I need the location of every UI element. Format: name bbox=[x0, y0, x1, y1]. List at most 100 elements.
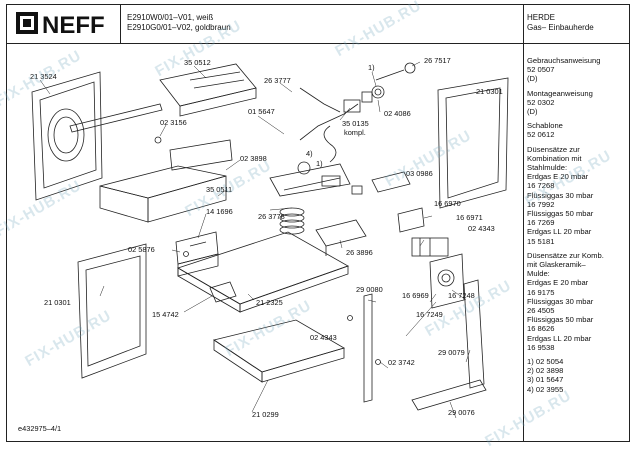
side-note-line: 16 9538 bbox=[527, 342, 555, 352]
part-label: 35 0135 bbox=[342, 119, 369, 128]
leader-lines bbox=[39, 61, 471, 419]
side-note-line: 16 7268 bbox=[527, 181, 555, 191]
part-label: 21 0301 bbox=[476, 87, 503, 96]
sidebar-divider bbox=[523, 4, 524, 442]
part-label: 26 3896 bbox=[346, 248, 373, 257]
burner-assembly-part bbox=[269, 161, 363, 197]
part-label: 03 0986 bbox=[406, 169, 433, 178]
side-note-line: Düsensätze zur bbox=[527, 144, 580, 154]
logo-divider bbox=[120, 4, 121, 43]
footer-id: e432975–4/1 bbox=[18, 424, 62, 433]
bottom-tray-part bbox=[213, 319, 346, 383]
side-note-line: Erdgas E 20 mbar bbox=[527, 172, 589, 182]
part-label: 26 3777 bbox=[264, 76, 291, 85]
part-label: 02 5876 bbox=[128, 245, 155, 254]
side-note-line: Montageanweisung bbox=[527, 88, 593, 98]
part-label: 01 5647 bbox=[248, 107, 275, 116]
part-label: 21 3524 bbox=[30, 72, 57, 81]
door-strip-part bbox=[411, 379, 487, 411]
screw-parts bbox=[154, 136, 381, 365]
part-label: 26 3778 bbox=[258, 212, 285, 221]
side-note-line: Flüssiggas 30 mbar bbox=[527, 296, 594, 306]
neff-logo: NEFF bbox=[14, 8, 118, 39]
side-note-line: 26 4505 bbox=[527, 306, 555, 315]
part-label: 02 4086 bbox=[384, 109, 411, 118]
side-note-line: Mulde: bbox=[527, 269, 550, 279]
transformer-part bbox=[175, 231, 219, 277]
part-label: 16 6969 bbox=[402, 291, 429, 300]
part-label: 02 3156 bbox=[160, 118, 187, 127]
part-label: 35 0512 bbox=[184, 58, 211, 67]
rail-part bbox=[69, 103, 163, 133]
part-label: 16 7249 bbox=[416, 310, 443, 319]
part-label: 29 0080 bbox=[356, 285, 383, 294]
top-cover-part bbox=[159, 63, 257, 117]
side-note-line: Gebrauchsanweisung bbox=[527, 56, 601, 65]
part-label: 4) bbox=[306, 149, 313, 158]
side-note-line: (D) bbox=[527, 74, 538, 84]
strip-left-part bbox=[363, 293, 373, 403]
spiral-coil-part bbox=[279, 207, 305, 235]
side-panel-left-part bbox=[77, 243, 147, 379]
bracket-part bbox=[315, 219, 367, 256]
part-label: 02 3742 bbox=[388, 358, 415, 367]
side-note-line: 3) 01 5647 bbox=[527, 375, 564, 385]
side-note-line: 1) 02 5054 bbox=[527, 357, 564, 366]
brand-text: NEFF bbox=[42, 12, 105, 38]
side-note-line: Erdgas LL 20 mbar bbox=[527, 227, 592, 237]
side-note-line: 16 8626 bbox=[527, 324, 555, 334]
part-label: 1) bbox=[316, 159, 323, 168]
part-label: 14 1696 bbox=[206, 207, 233, 216]
strip-right-part bbox=[463, 279, 485, 389]
side-note-line: (D) bbox=[527, 107, 538, 116]
side-note-line: Flüssiggas 30 mbar bbox=[527, 190, 594, 200]
part-label: 29 0076 bbox=[448, 408, 475, 417]
side-note-line: 16 9175 bbox=[527, 287, 555, 297]
category-subtitle: Gas– Einbauherde bbox=[527, 23, 594, 32]
side-note-line: 52 0612 bbox=[527, 130, 555, 140]
switch-part bbox=[411, 237, 449, 257]
part-label: 16 6971 bbox=[456, 213, 483, 222]
side-note-line: Stahlmulde: bbox=[527, 163, 568, 172]
part-label: 35 0511 bbox=[206, 185, 233, 194]
side-note-line: 52 0302 bbox=[527, 97, 555, 107]
side-note-line: Kombination mit bbox=[527, 153, 582, 163]
part-label: 02 3898 bbox=[240, 154, 267, 163]
part-label: kompl. bbox=[344, 128, 366, 137]
side-note-line: Erdgas LL 20 mbar bbox=[527, 333, 592, 343]
part-label: 16 6970 bbox=[434, 199, 461, 208]
side-note-line: Schablone bbox=[527, 121, 563, 131]
side-note-line: Düsensätze zur Komb. bbox=[527, 250, 604, 260]
side-note-line: Erdgas E 20 mbar bbox=[527, 278, 589, 288]
part-label: 21 0299 bbox=[252, 410, 279, 419]
side-note-line: Flüssiggas 50 mbar bbox=[527, 315, 594, 325]
gas-pipe-part bbox=[299, 85, 385, 163]
knob-plate-part bbox=[429, 253, 465, 309]
category-title: HERDE bbox=[527, 13, 556, 22]
thermostat-cable-part bbox=[375, 62, 416, 81]
side-note-line: mit Glaskeramik– bbox=[527, 260, 586, 269]
side-note-line: 4) 02 3955 bbox=[527, 384, 564, 394]
side-note-line: 52 0507 bbox=[527, 65, 555, 75]
drawing-frame bbox=[6, 4, 630, 442]
part-label: 21 2325 bbox=[256, 298, 283, 307]
relay-box-part bbox=[371, 171, 425, 233]
header-divider bbox=[6, 43, 630, 44]
part-label: 1) bbox=[368, 63, 375, 72]
part-label: 15 4742 bbox=[152, 310, 179, 319]
part-label: 02 4343 bbox=[310, 333, 337, 342]
side-panel-right-part bbox=[437, 77, 509, 209]
model-line-2: E2910G0/01–V02, goldbraun bbox=[127, 23, 231, 32]
side-note-line: 16 7992 bbox=[527, 199, 555, 209]
model-line-1: E2910W0/01–V01, weiß bbox=[127, 13, 214, 22]
back-panel-part bbox=[31, 71, 103, 201]
heat-shield-part bbox=[99, 139, 233, 223]
part-label: 26 7517 bbox=[424, 56, 451, 65]
side-note-line: 16 7269 bbox=[527, 218, 555, 228]
side-note-line: 2) 02 3898 bbox=[527, 366, 564, 376]
part-label: 29 0079 bbox=[438, 348, 465, 357]
part-label: 16 7248 bbox=[448, 291, 475, 300]
side-note-line: 15 5181 bbox=[527, 236, 555, 246]
part-label: 02 4343 bbox=[468, 224, 495, 233]
